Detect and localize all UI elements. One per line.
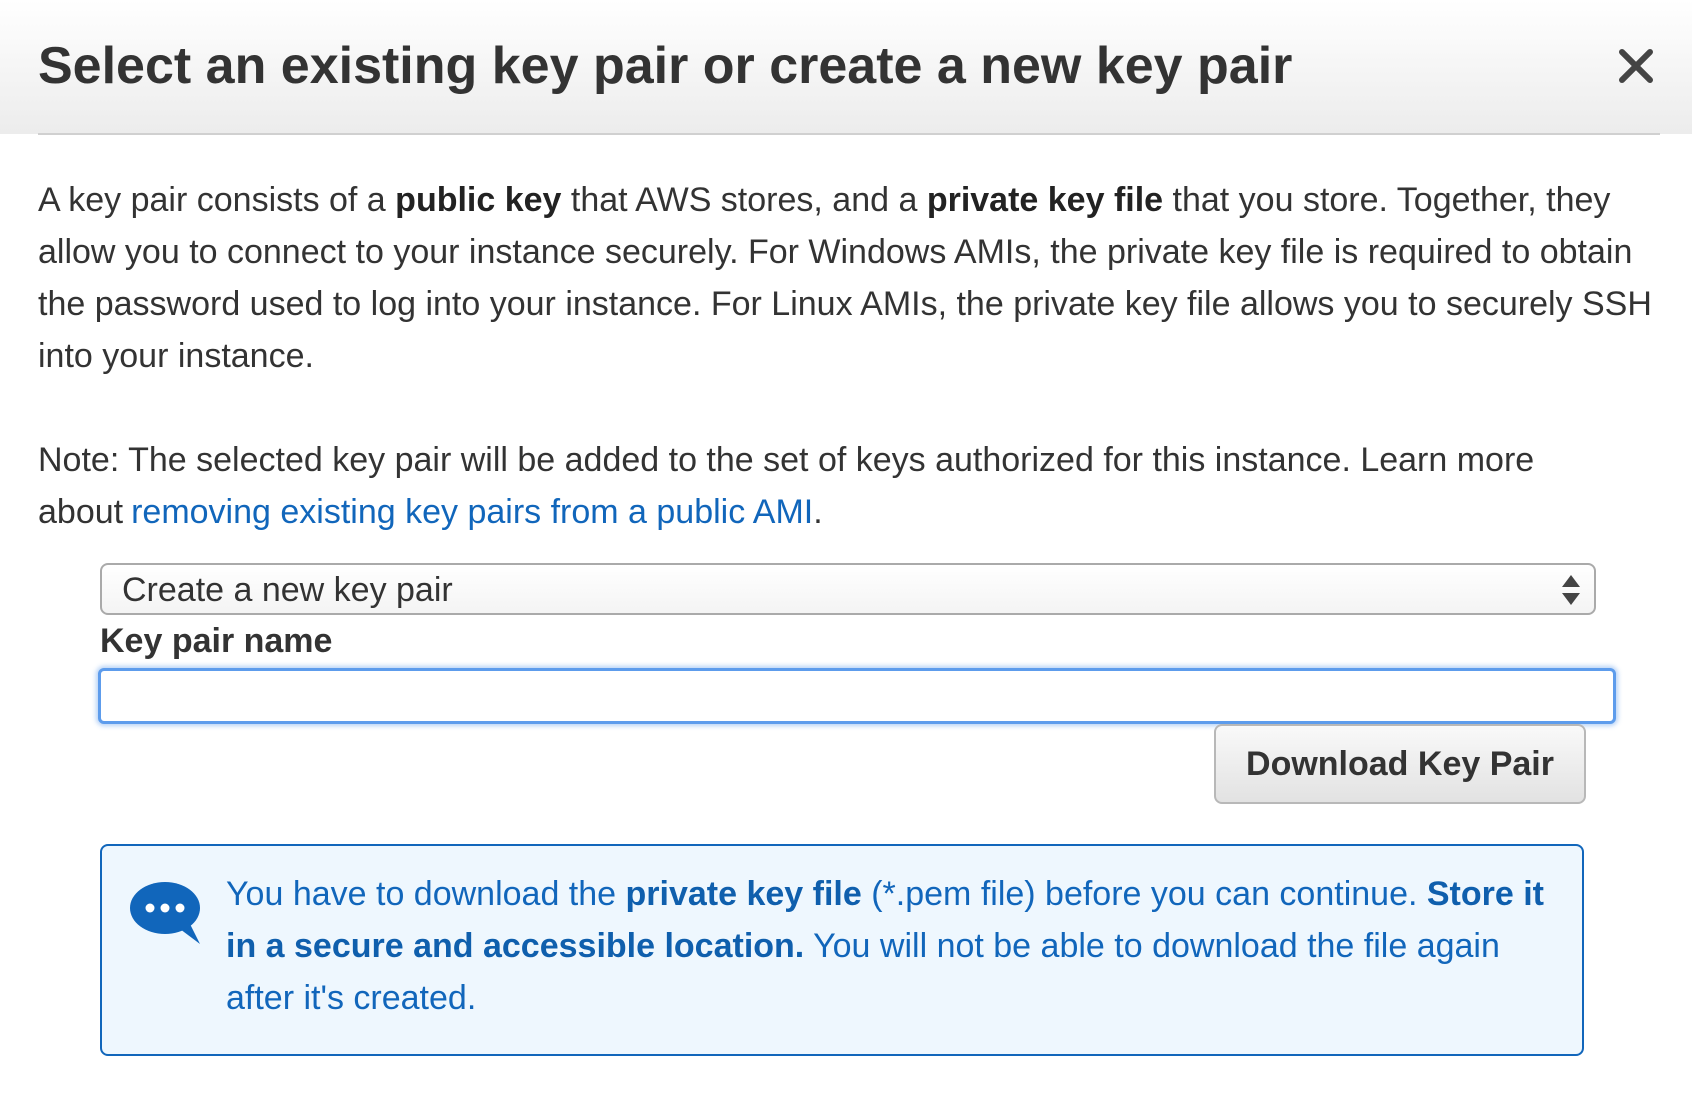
close-button[interactable] [1610,40,1662,92]
key-pair-select[interactable]: Create a new key pair [100,563,1596,615]
intro-paragraph: A key pair consists of a public key that… [38,174,1660,382]
intro-text-1: A key pair consists of a [38,181,396,219]
intro-bold-private-key-file: private key file [926,181,1164,219]
info-text-1: You have to download the [226,875,626,913]
note-end: . [813,493,823,531]
header-divider [38,133,1660,135]
chat-bubble-icon [130,882,200,944]
key-pair-name-label: Key pair name [100,622,333,660]
note-text: Note: The selected key pair will be adde… [38,441,1535,531]
key-pair-select-value: Create a new key pair [122,571,453,609]
info-message: You have to download the private key fil… [226,868,1566,1024]
intro-text-2: that AWS stores, and a [561,181,927,219]
intro-bold-public-key: public key [395,181,562,219]
info-bold-private-key-file: private key file [625,875,862,913]
remove-key-pairs-link[interactable]: removing existing key pairs from a publi… [131,493,814,531]
key-pair-name-input[interactable] [98,668,1616,724]
info-text-3: You will not be able to download the fil… [226,927,1500,1017]
info-alert: You have to download the private key fil… [100,844,1584,1056]
info-bold-store-location: Store it in a secure and accessible loca… [226,875,1544,965]
close-icon [1619,49,1653,83]
intro-text-3: that you store. Together, they allow you… [38,181,1652,375]
dialog-title: Select an existing key pair or create a … [38,37,1293,95]
select-arrows-icon [1562,575,1580,605]
dialog-header: Select an existing key pair or create a … [0,0,1692,134]
note-paragraph: Note: The selected key pair will be adde… [38,434,1660,538]
download-key-pair-button[interactable]: Download Key Pair [1214,724,1586,804]
info-text-2: (*.pem file) before you can continue. [861,875,1427,913]
